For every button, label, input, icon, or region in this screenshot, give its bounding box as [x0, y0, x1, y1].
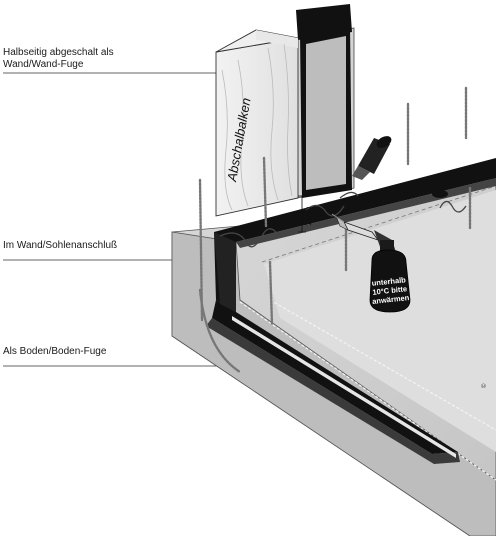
- dimension-label: 15cm: [304, 206, 313, 226]
- annotation-wall-floor: Im Wand/Sohlenanschluß: [3, 240, 118, 251]
- bottle-text-line-2: 10°C bitte: [372, 284, 407, 297]
- wire-ties: [219, 191, 467, 248]
- annotation-half-formwork: Halbseitig abgeschalt als Wand/Wand-Fuge: [3, 47, 114, 70]
- bottle-text-line-3: anwärmen: [372, 293, 410, 306]
- rebars: [198, 86, 472, 374]
- floor-joint-band: [206, 300, 460, 464]
- copyright-mark: ©: [481, 383, 488, 388]
- heater-bottle: unterhalb 10°C bitte anwärmen: [331, 213, 411, 313]
- annotation-floor-floor: Als Boden/Boden-Fuge: [3, 346, 107, 357]
- bottle-text-line-1: unterhalb: [371, 275, 406, 288]
- dimension-marker: 15cm: [298, 195, 313, 233]
- formwork-beam: Abschalbalken: [215, 29, 299, 217]
- wall-floor-joint-band: [214, 158, 496, 312]
- tape-dispenser: [352, 136, 448, 198]
- wall-panel: [295, 4, 355, 199]
